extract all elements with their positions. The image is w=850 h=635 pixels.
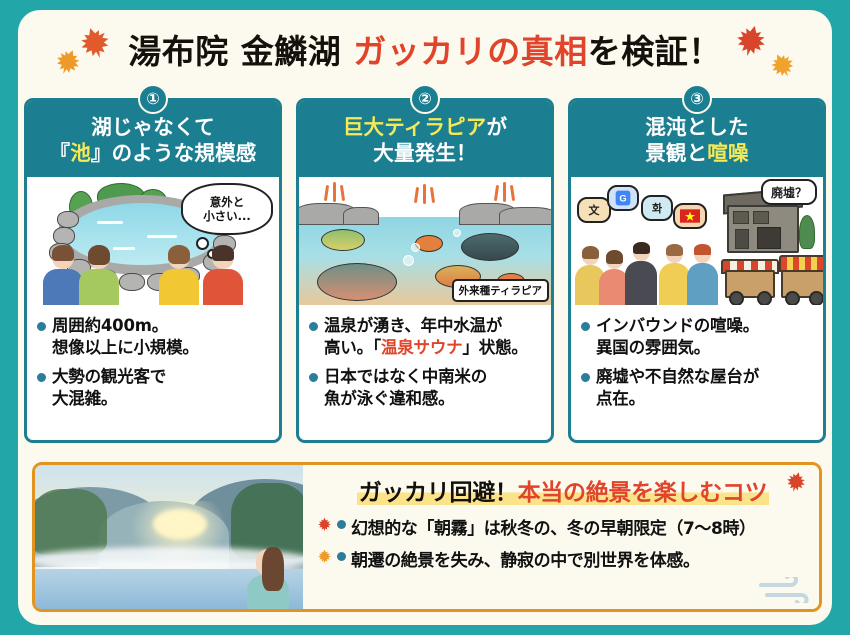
speech-bubble-translate-icon: G — [607, 185, 639, 212]
bullet-dot — [309, 322, 318, 332]
card-1-head-line2: 『池』のような規模感 — [49, 141, 257, 166]
bullet-item: 周囲約400m。想像以上に小規模。 — [37, 315, 271, 359]
crowd-illustration: 文 G 화 — [571, 177, 823, 306]
bullet-text: 温泉が湧き、年中水温が高い。「温泉サウナ」状態。 — [324, 316, 528, 358]
tourist-red — [203, 245, 243, 306]
maple-leaf-bullet-icon-2 — [317, 549, 332, 564]
card-number-badge-2: ② — [410, 84, 440, 114]
card-3-head-line1: 混沌とした — [645, 115, 749, 139]
tourist-green — [79, 245, 119, 306]
card-3-highlight: 喧噪 — [707, 141, 749, 166]
bullet-dot — [37, 322, 46, 332]
svg-text:G: G — [619, 194, 626, 204]
tip-text-1: 幻想的な「朝霧」は秋冬の、冬の早朝限定（7〜8時） — [351, 519, 756, 539]
tourist-b — [599, 250, 629, 306]
tourist-yellow-jacket — [659, 244, 690, 306]
tips-banner: ガッカリ回避！本当の絶景を楽しむコツ 幻想的な「朝霧」は秋冬の、冬の早朝限定（7… — [32, 462, 822, 612]
maple-leaf-icon-2 — [50, 44, 86, 80]
card-chaos: 混沌とした 景観と喧噪 文 G 화 — [568, 98, 826, 443]
speech-bubble-ruin: 廃墟？ — [761, 179, 817, 206]
tilapia-illustration: 外来種ティラピア — [299, 177, 551, 306]
misty-lake-photo — [35, 465, 303, 609]
woman-viewing-lake — [247, 547, 289, 609]
maple-leaf-icon — [74, 22, 117, 65]
bullet-dot — [37, 373, 46, 382]
title-black-1: 湯布院 金鱗湖 — [128, 32, 342, 71]
tip-row-2: 朝遷の絶景を失み、静寂の中で別世界を体感。 — [317, 546, 809, 571]
bullet-text: 日本ではなく中南米の魚が泳ぐ違和感。 — [324, 367, 488, 408]
card-1-header: 湖じゃなくて 『池』のような規模感 — [27, 101, 279, 178]
card-tilapia: 巨大ティラピアが 大量発生！ — [296, 98, 554, 443]
title-red: ガッカリの真相 — [353, 32, 588, 71]
card-3-bullets: インバウンドの喧噪。異国の雰囲気。 廃墟や不自然な屋台が点在。 — [571, 305, 823, 420]
vietnam-flag-icon — [680, 209, 700, 224]
tip-row-1: 幻想的な「朝霧」は秋冬の、冬の早朝限定（7〜8時） — [317, 514, 809, 539]
pond-illustration: 意外と小さい... — [27, 177, 279, 306]
maple-leaf-icon-3 — [730, 20, 771, 61]
tips-body: ガッカリ回避！本当の絶景を楽しむコツ 幻想的な「朝霧」は秋冬の、冬の早朝限定（7… — [303, 465, 819, 609]
tourist-blue — [43, 245, 83, 306]
banner-title-red: 本当の絶景を楽しむコツ — [517, 480, 768, 506]
card-pond-scale: 湖じゃなくて 『池』のような規模感 — [24, 98, 282, 443]
card-2-head-line1: 巨大ティラピアが — [342, 115, 508, 139]
fish-label: 外来種ティラピア — [451, 279, 549, 303]
banner-title: ガッカリ回避！本当の絶景を楽しむコツ — [356, 473, 770, 507]
mist-wave-icon — [759, 577, 809, 603]
tip-text-2: 朝遷の絶景を失み、静寂の中で別世界を体感。 — [351, 551, 700, 571]
bullet-dot — [309, 373, 318, 382]
tourist-yellow — [159, 245, 199, 306]
card-number-badge-3: ③ — [682, 84, 712, 114]
title-black-2: を検証！ — [587, 32, 722, 71]
bullet-dot — [581, 373, 590, 382]
speech-bubble-small: 意外と小さい... — [181, 183, 273, 236]
card-3-header: 混沌とした 景観と喧噪 — [571, 101, 823, 178]
fish-large-tilapia — [317, 263, 397, 302]
bullet-item: インバウンドの喧噪。異国の雰囲気。 — [581, 315, 815, 359]
fish-small-green — [321, 229, 365, 252]
card-1-highlight: 池 — [70, 141, 91, 166]
google-translate-icon: G — [615, 191, 631, 206]
speech-bubble-chinese: 文 — [577, 197, 611, 224]
bullet-item: 温泉が湧き、年中水温が高い。「温泉サウナ」状態。 — [309, 315, 543, 359]
bullet-text: インバウンドの喧噪。異国の雰囲気。 — [596, 316, 760, 358]
tourist-backpacker — [687, 244, 718, 306]
card-2-head-line2: 大量発生！ — [373, 141, 477, 166]
page-title: 湯布院 金鱗湖 ガッカリの真相を検証！ — [18, 14, 832, 84]
card-2-highlight: 巨大ティラピア — [342, 115, 487, 139]
fish-dark — [461, 233, 519, 262]
title-text: 湯布院 金鱗湖 ガッカリの真相を検証！ — [128, 25, 722, 73]
maple-leaf-bullet-icon — [317, 517, 332, 532]
card-2-bullets: 温泉が湧き、年中水温が高い。「温泉サウナ」状態。 日本ではなく中南米の魚が泳ぐ違… — [299, 305, 551, 420]
bullet-dot — [337, 520, 346, 529]
speech-bubble-korean: 화 — [641, 195, 673, 222]
bullet-item: 大勢の観光客で大混雑。 — [37, 366, 271, 410]
bullet-text: 廃墟や不自然な屋台が点在。 — [596, 367, 760, 408]
banner-title-black: ガッカリ回避！ — [358, 480, 518, 506]
card-1-head-line1: 湖じゃなくて — [91, 115, 215, 139]
card-number-badge-1: ① — [138, 84, 168, 114]
tourist-suit — [625, 242, 657, 306]
bullet-dot — [581, 322, 590, 332]
bullet-item: 廃墟や不自然な屋台が点在。 — [581, 366, 815, 410]
bullet-dot — [337, 552, 346, 561]
card-1-bullets: 周囲約400m。想像以上に小規模。 大勢の観光客で大混雑。 — [27, 305, 279, 420]
card-3-head-line2: 景観と喧噪 — [645, 141, 749, 166]
bullet-text: 周囲約400m。想像以上に小規模。 — [52, 316, 199, 358]
maple-leaf-icon-4 — [764, 47, 800, 83]
bullet-item: 日本ではなく中南米の魚が泳ぐ違和感。 — [309, 366, 543, 410]
maple-leaf-icon-banner — [782, 468, 809, 495]
bullet-text: 大勢の観光客で大混雑。 — [52, 367, 167, 408]
speech-bubble-vietnam-flag — [673, 203, 707, 230]
